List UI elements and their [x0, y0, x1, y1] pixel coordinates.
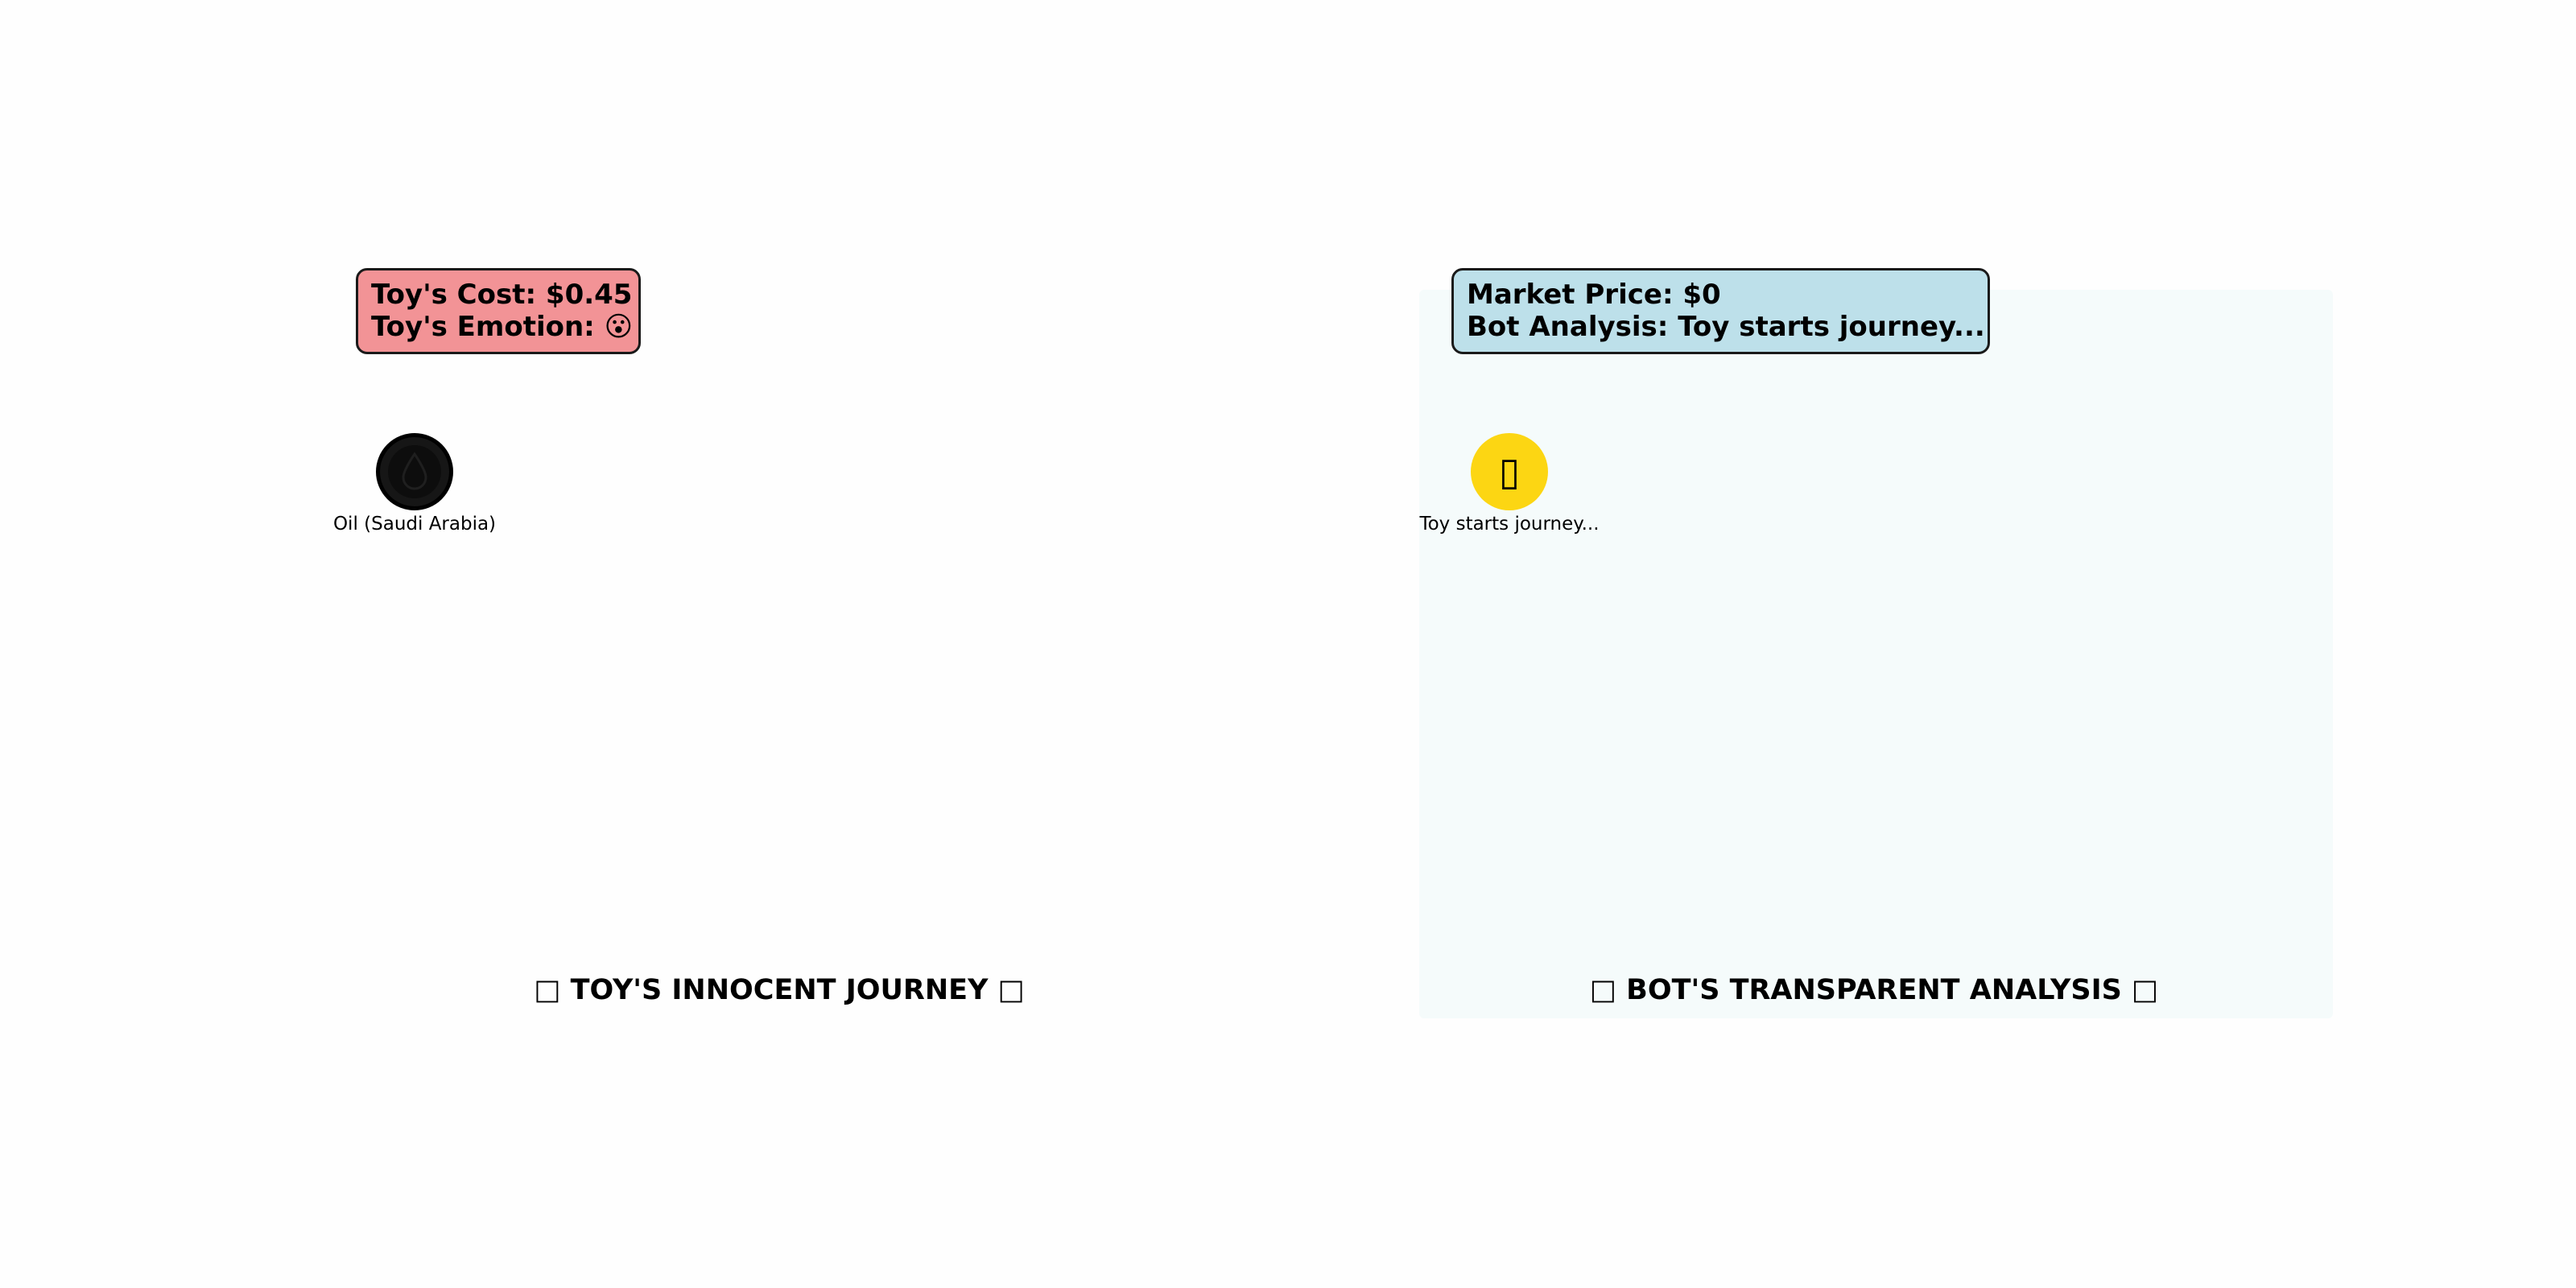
toy-journey-title: □ TOY'S INNOCENT JOURNEY □: [534, 974, 1025, 1006]
toy-glyph: ▯: [1498, 449, 1521, 494]
market-price-box: Market Price: $0 Bot Analysis: Toy start…: [1451, 268, 1990, 354]
oil-node-label: Oil (Saudi Arabia): [332, 514, 497, 535]
toy-emotion-text: Toy's Emotion: 😮: [371, 311, 634, 343]
toy-icon: ▯: [1471, 433, 1548, 510]
toy-cost-text: Toy's Cost: $0.45: [371, 279, 633, 311]
bot-analysis-title: □ BOT'S TRANSPARENT ANALYSIS □: [1589, 974, 2159, 1006]
toy-node-label: Toy starts journey...: [1419, 514, 1600, 535]
toy-cost-box: Toy's Cost: $0.45 Toy's Emotion: 😮: [356, 268, 641, 354]
bot-analysis-panel: [1419, 290, 2333, 1018]
oil-drop-icon: [376, 433, 453, 510]
bot-analysis-text: Bot Analysis: Toy starts journey...: [1467, 311, 1985, 343]
market-price-text: Market Price: $0: [1467, 279, 1721, 311]
